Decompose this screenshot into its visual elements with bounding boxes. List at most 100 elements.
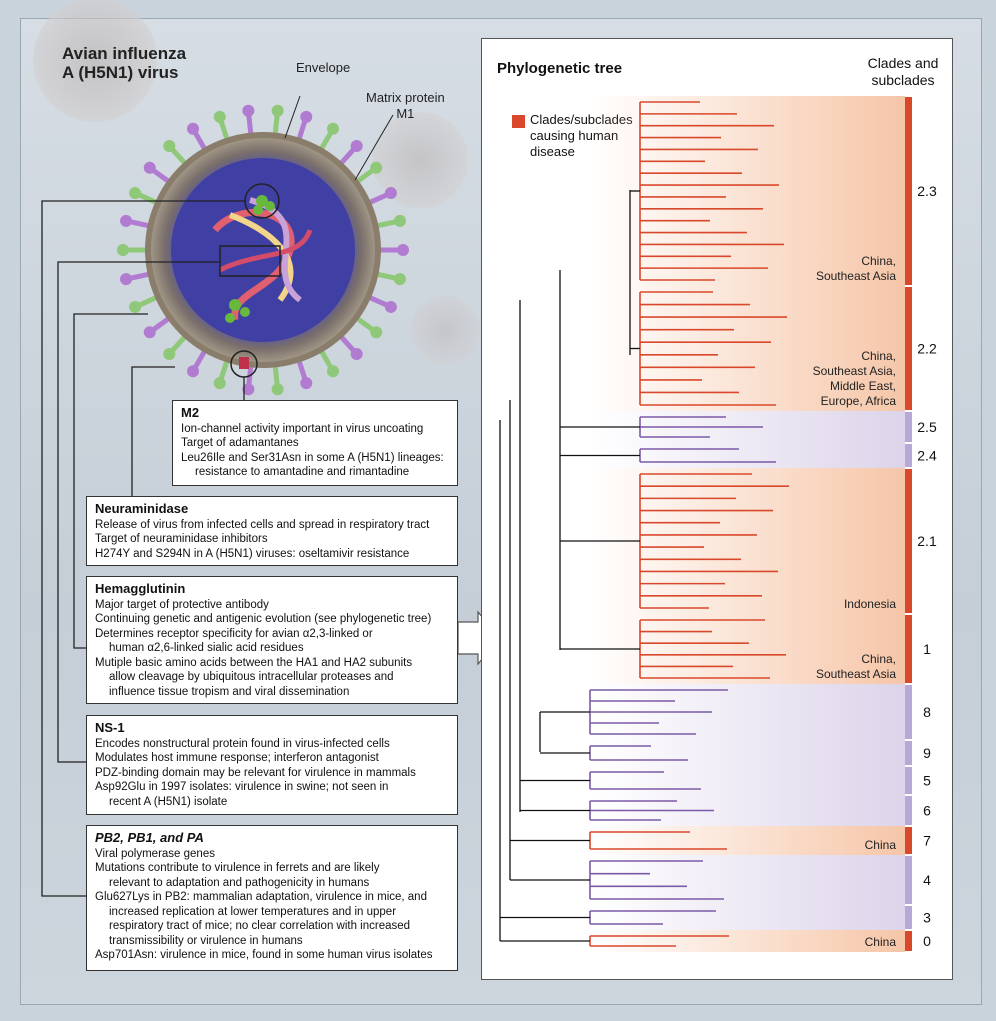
m2-line: Target of adamantanes	[181, 437, 299, 449]
clade-label-9: 9	[923, 745, 931, 761]
spike-head	[120, 273, 133, 286]
spike-head	[327, 122, 339, 135]
na-line: H274Y and S294N in A (H5N1) viruses: ose…	[95, 547, 410, 560]
virus-title: Avian influenza A (H5N1) virus	[62, 44, 186, 82]
clade-band-7	[590, 826, 905, 855]
clade-label-2.2: 2.2	[917, 341, 937, 357]
matrix-label-line1: Matrix protein	[366, 90, 445, 105]
ns1-line: Modulates host immune response; interfer…	[95, 752, 379, 764]
clade-bar-5	[905, 767, 912, 794]
pb-line: Asp701Asn: virulence in mice, found in s…	[95, 949, 433, 961]
ns1-line: recent A (H5N1) isolate	[109, 795, 228, 808]
virus-title-line1: Avian influenza	[62, 44, 187, 63]
spike-head	[187, 365, 199, 378]
ha-title: Hemagglutinin	[95, 581, 186, 596]
clade-band-3	[590, 905, 905, 930]
spike-head	[370, 326, 383, 339]
bg-virus-1	[33, 0, 157, 122]
clade-label-8: 8	[923, 704, 931, 720]
na-title: Neuraminidase	[95, 501, 189, 516]
clade-region-2.2: Southeast Asia,	[813, 364, 896, 378]
spike-head	[163, 348, 176, 361]
clade-bar-4	[905, 856, 912, 904]
pb-line: Mutations contribute to virulence in fer…	[95, 862, 380, 874]
clade-band-2.1	[590, 468, 905, 614]
legend-swatch	[512, 115, 525, 128]
clade-label-0: 0	[923, 933, 931, 949]
connector-polymerase	[41, 200, 246, 897]
ha-line: Mutiple basic amino acids between the HA…	[95, 656, 413, 669]
m2-line: Ion-channel activity important in virus …	[181, 422, 424, 435]
spike-head	[393, 273, 406, 286]
matrix-label-line2: M1	[396, 106, 415, 121]
spike-head	[300, 377, 313, 390]
clade-bar-2.1	[905, 469, 912, 613]
envelope-label: Envelope	[296, 60, 351, 75]
spike-head	[384, 300, 397, 313]
spike-head	[242, 383, 255, 396]
spike-head	[143, 326, 156, 339]
clade-label-2.3: 2.3	[917, 183, 937, 199]
clade-label-5: 5	[923, 773, 931, 789]
pb-line: relevant to adaptation and pathogenicity…	[109, 876, 370, 889]
spike-head	[397, 244, 409, 256]
callout-box-ns1	[219, 245, 281, 277]
clade-region-2.1: Indonesia	[844, 597, 896, 611]
clade-region-2.2: Middle East,	[830, 379, 896, 393]
clade-bar-2.4	[905, 444, 912, 467]
spike-head	[117, 244, 129, 256]
spike-head	[213, 377, 226, 390]
clade-label-4: 4	[923, 872, 931, 888]
clade-band-9	[590, 740, 905, 766]
spike-head	[129, 187, 142, 200]
clade-band-0	[590, 930, 905, 952]
clade-region-1: Southeast Asia	[816, 667, 896, 681]
clade-label-6: 6	[923, 803, 931, 819]
clade-label-3: 3	[923, 910, 931, 926]
connector-hemagglutinin	[73, 313, 148, 649]
clade-region-2.3: China,	[861, 254, 896, 268]
m2-title: M2	[181, 405, 200, 420]
clade-region-2.2: Europe, Africa	[821, 394, 897, 408]
m2-line: resistance to amantadine and rimantadine	[195, 466, 410, 478]
spike-head	[129, 300, 142, 313]
spike-head	[384, 187, 397, 200]
ha-line: Major target of protective antibody	[95, 598, 269, 611]
clade-bar-2.5	[905, 412, 912, 442]
virus-title-line2: A (H5N1) virus	[62, 63, 179, 82]
spike-head	[370, 161, 383, 174]
spike-head	[271, 104, 284, 117]
ha-line: allow cleavage by ubiquitous intracellul…	[109, 671, 394, 683]
pb-line: respiratory tract of mice; no clear corr…	[109, 920, 411, 932]
clade-label-2.1: 2.1	[917, 533, 937, 549]
clade-bar-9	[905, 741, 912, 765]
clade-label-2.4: 2.4	[917, 448, 937, 464]
spike-head	[350, 139, 363, 152]
clade-band-5	[590, 766, 905, 795]
matrix-layer	[171, 158, 355, 342]
spike-head	[187, 122, 199, 135]
pb-line: Glu627Lys in PB2: mammalian adaptation, …	[95, 891, 427, 903]
clade-bar-6	[905, 796, 912, 825]
ns1-line: Asp92Glu in 1997 isolates: virulence in …	[95, 781, 389, 793]
spike-head	[393, 214, 406, 227]
connector-ns1	[57, 261, 220, 763]
ha-line: influence tissue tropism and viral disse…	[109, 685, 350, 698]
ha-line: human α2,6-linked sialic acid residues	[109, 642, 304, 654]
na-line: Release of virus from infected cells and…	[95, 518, 430, 531]
pb-line: increased replication at lower temperatu…	[109, 905, 397, 918]
clade-label-2.5: 2.5	[917, 419, 937, 435]
spike-head	[327, 365, 339, 378]
ha-line: Continuing genetic and antigenic evoluti…	[95, 613, 432, 625]
ns1-line: PDZ-binding domain may be relevant for v…	[95, 766, 416, 779]
clade-band-2.3	[590, 96, 905, 286]
spike-head	[350, 348, 363, 361]
clade-region-2.2: China,	[861, 349, 896, 363]
tree-title: Phylogenetic tree	[497, 60, 623, 77]
bg-virus-2	[372, 112, 468, 208]
